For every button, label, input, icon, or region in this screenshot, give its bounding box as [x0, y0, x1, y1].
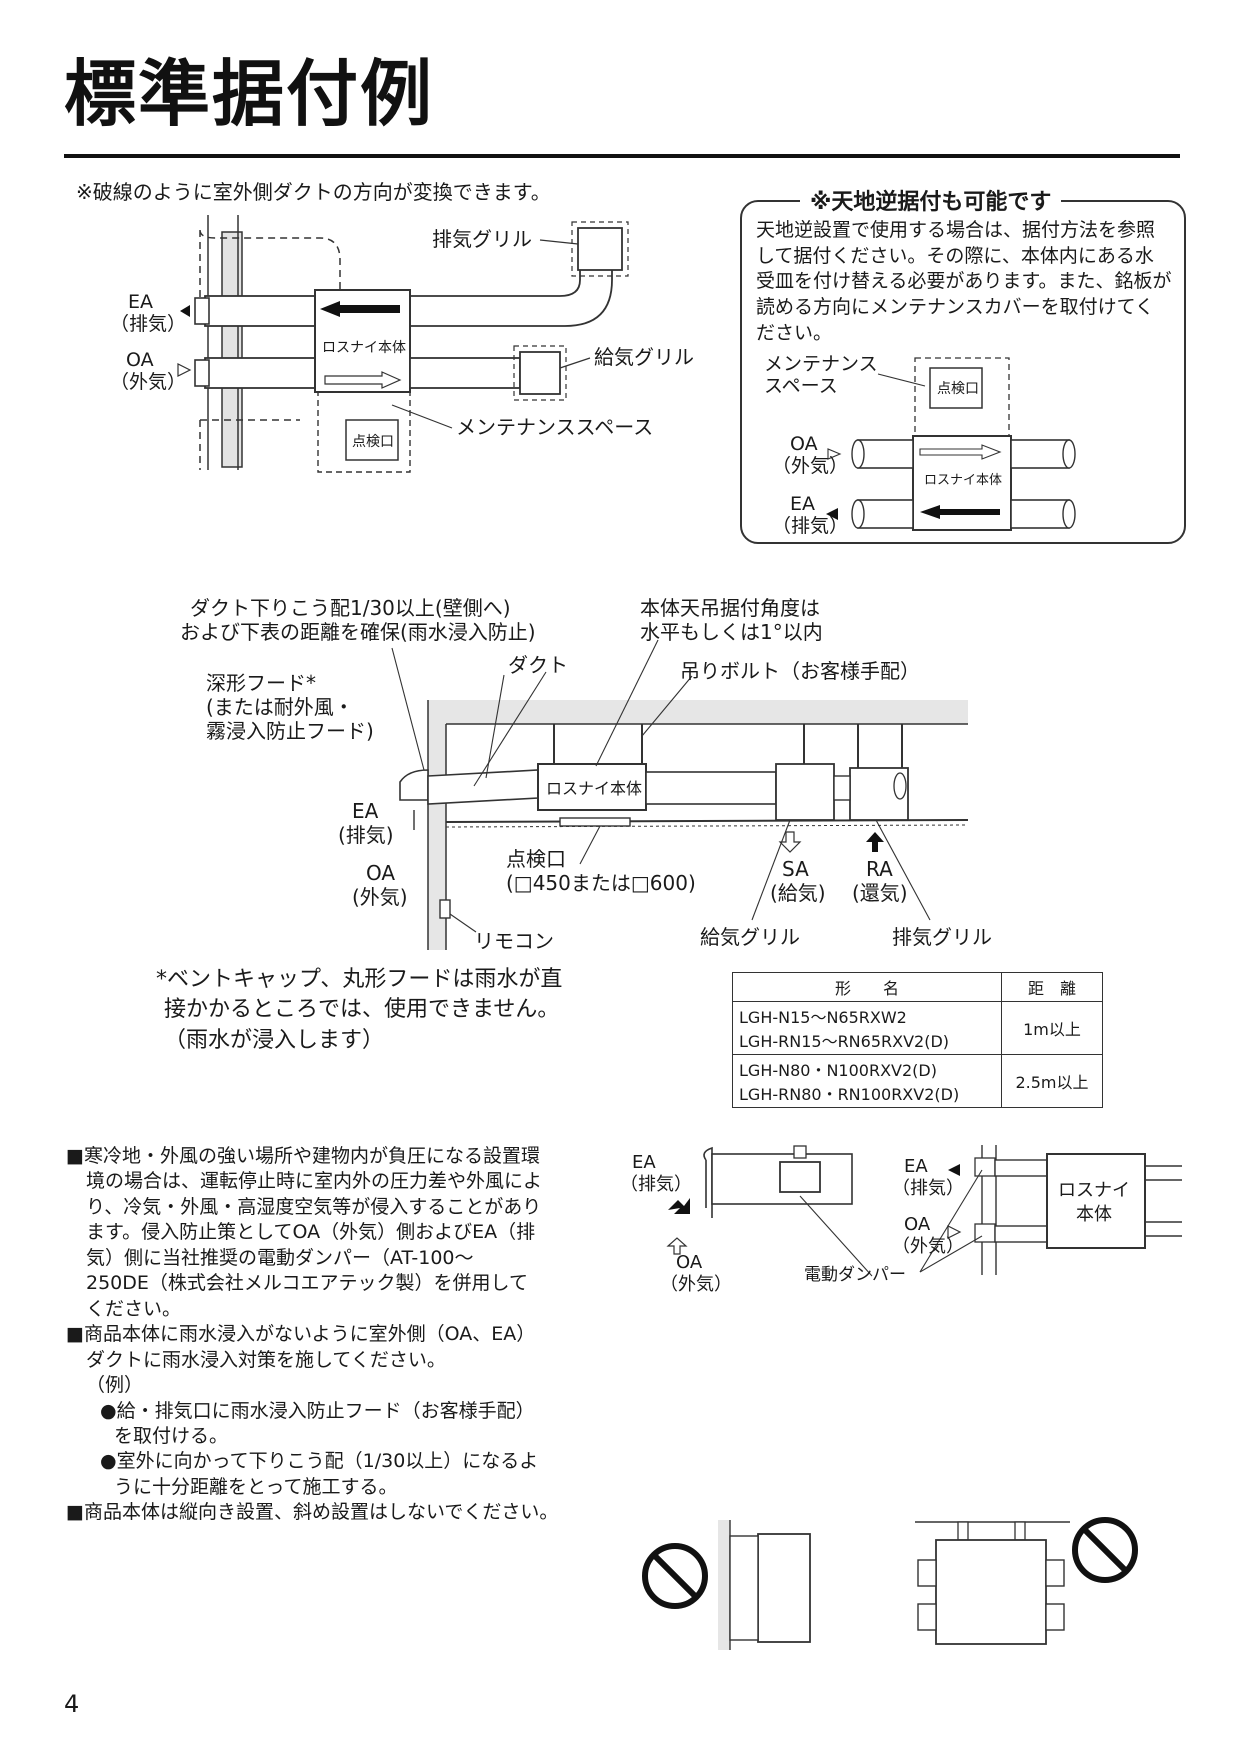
- note-ex2-line: ●室外に向かって下りこう配（1/30以上）になるよ: [100, 1450, 539, 1473]
- fig1-ea-label: EA: [128, 291, 153, 313]
- fig2-ea-label: EA: [352, 799, 379, 823]
- inv-ea-sub: （排気）: [772, 515, 848, 537]
- inv-maint-line1: メンテナンス: [764, 353, 878, 375]
- fig2-supply-grille-label: 給気グリル: [700, 925, 800, 949]
- tilted-unit: [935, 1539, 1047, 1645]
- fig2-hood-line1: 深形フード*: [206, 671, 316, 695]
- fig1-oa-sub: （外気）: [110, 371, 186, 393]
- dmp-unit-line2: 本体: [1076, 1204, 1112, 1225]
- fig1-inspection-label: 点検口: [352, 434, 394, 450]
- fig2-sa-label: SA: [782, 857, 809, 881]
- spec-header-model: 形 名: [732, 972, 1002, 1002]
- caveat-text: *ベントキャップ、丸形フードは雨水が直 接かかるところでは、使用できません。 （…: [156, 965, 616, 1056]
- fig2-bolt-label: 吊りボルト（お客様手配）: [680, 659, 920, 683]
- spec-model: LGH-RN80・RN100RXV2(D): [739, 1085, 960, 1104]
- inv-oa-label: OA: [790, 433, 818, 455]
- dmp-left-oa-sub: （外気）: [660, 1274, 732, 1295]
- inv-ea-label: EA: [790, 493, 815, 515]
- fig1-maintenance-label: メンテナンススペース: [456, 415, 653, 439]
- supply-grille: [519, 351, 561, 395]
- exhaust-grille: [577, 227, 623, 271]
- inv-inspection-label: 点検口: [937, 381, 979, 397]
- inv-oa-sub: （外気）: [772, 455, 848, 477]
- dmp-unit-line1: ロスナイ: [1058, 1180, 1130, 1201]
- note-1-line: 境の場合は、運転停止時に室内外の圧力差や外風によ: [86, 1170, 543, 1193]
- note-1-line: ください。: [86, 1297, 182, 1320]
- caveat-line-3: （雨水が浸入します）: [164, 1027, 385, 1053]
- prohibited-icon-2: [1072, 1517, 1138, 1583]
- note-1-line: ます。侵入防止策としてOA（外気）側およびEA（排: [86, 1221, 536, 1244]
- dmp-damper-label: 電動ダンパー: [804, 1265, 906, 1285]
- spec-table: 形 名 距 離 LGH-N15～N65RXW2 LGH-RN15～RN65RXV…: [732, 972, 1103, 1108]
- dmp-right-oa: OA: [904, 1214, 931, 1235]
- note-2-line: ■商品本体に雨水浸入がないように室外側（OA、EA）: [66, 1323, 536, 1346]
- fig2-ra-sub: (還気): [852, 881, 908, 905]
- dmp-left-ea: EA: [632, 1152, 656, 1173]
- note-1-line: 気）側に当社推奨の電動ダンパー（AT-100～: [86, 1246, 474, 1269]
- inverted-install-title: ※天地逆据付も可能です: [800, 184, 1062, 216]
- notes: ■寒冷地・外風の強い場所や建物内が負圧になる設置環 境の場合は、運転停止時に室内…: [66, 1144, 606, 1526]
- title-rule: [64, 154, 1180, 158]
- caveat-line-1: *ベントキャップ、丸形フードは雨水が直: [156, 967, 563, 992]
- wall: [221, 231, 243, 468]
- note-ex2-line: うに十分距離をとって施工する。: [114, 1475, 398, 1498]
- table-row: LGH-N15～N65RXW2 LGH-RN15～RN65RXV2(D) 1m以…: [732, 1001, 1103, 1055]
- fig1-supply-grille-label: 給気グリル: [594, 345, 694, 369]
- spec-distance: 1m以上: [1001, 1001, 1103, 1055]
- inv-unit-label: ロスナイ本体: [924, 473, 1002, 488]
- dmp-right-ea: EA: [904, 1156, 928, 1177]
- table-row: LGH-N80・N100RXV2(D) LGH-RN80・RN100RXV2(D…: [732, 1054, 1103, 1108]
- fig2-duct-label: ダクト: [508, 653, 568, 677]
- prohibited-icon: [642, 1543, 708, 1609]
- fig2-hood-line3: 霧浸入防止フード): [206, 719, 374, 743]
- fig2-inspection-line1: 点検口: [506, 847, 566, 871]
- note-1-line: り、冷気・外風・高湿度空気等が侵入することがあり: [86, 1195, 542, 1218]
- dmp-left-ea-sub: （排気）: [620, 1174, 692, 1195]
- note-1-line: ■寒冷地・外風の強い場所や建物内が負圧になる設置環: [66, 1145, 540, 1167]
- fig2-hood-line2: (または耐外風・: [206, 695, 354, 719]
- spec-header-distance: 距 離: [1001, 972, 1103, 1002]
- caveat-line-2: 接かかるところでは、使用できません。: [164, 997, 560, 1023]
- fig2-inspection-line2: (□450または□600): [506, 871, 696, 895]
- spec-model: LGH-N15～N65RXW2: [739, 1008, 907, 1027]
- fig1-oa-label: OA: [126, 349, 154, 371]
- note-ex1-line: を取付ける。: [114, 1424, 229, 1447]
- inverted-install-text: 天地逆設置で使用する場合は、据付方法を参照して据付ください。その際に、本体内にあ…: [756, 219, 1172, 344]
- fig1-ea-sub: （排気）: [110, 313, 186, 335]
- note-1-line: 250DE（株式会社メルコエアテック製）を併用して: [86, 1272, 528, 1295]
- damper-box: [779, 1161, 821, 1193]
- fig2-unit-label: ロスナイ本体: [546, 779, 642, 798]
- fig1-unit-label: ロスナイ本体: [322, 340, 406, 356]
- dmp-right-oa-sub: （外気）: [892, 1236, 964, 1257]
- fig2-ra-label: RA: [866, 857, 893, 881]
- spec-model: LGH-RN15～RN65RXV2(D): [739, 1032, 950, 1051]
- spec-model: LGH-N80・N100RXV2(D): [739, 1061, 937, 1080]
- inv-maint-line2: スペース: [764, 375, 838, 397]
- note-3: ■商品本体は縦向き設置、斜め設置はしないでください。: [66, 1501, 559, 1524]
- page-title: 標準据付例: [64, 52, 435, 136]
- dmp-right-ea-sub: （排気）: [892, 1178, 964, 1199]
- top-note: ※破線のように室外側ダクトの方向が変換できます。: [76, 180, 551, 204]
- spec-distance: 2.5m以上: [1001, 1054, 1103, 1108]
- page-number: 4: [64, 1690, 80, 1718]
- fig2-slope-line2: および下表の距離を確保(雨水浸入防止): [180, 620, 536, 644]
- fig2-oa-sub: (外気): [352, 885, 408, 909]
- vertical-unit: [757, 1533, 811, 1643]
- fig2-oa-label: OA: [366, 861, 395, 885]
- note-ex1-line: ●給・排気口に雨水浸入防止フード（お客様手配）: [100, 1399, 535, 1422]
- fig2-sa-sub: (給気): [770, 881, 826, 905]
- fig2-remote-label: リモコン: [474, 929, 554, 953]
- fig2-exhaust-grille-label: 排気グリル: [892, 925, 992, 949]
- dmp-left-oa: OA: [676, 1252, 703, 1273]
- fig1-exhaust-grille-label: 排気グリル: [432, 227, 532, 251]
- fig2-slope-line1: ダクト下りこう配1/30以上(壁側へ): [190, 596, 511, 620]
- note-example: （例）: [86, 1374, 144, 1397]
- fig2-angle-line1: 本体天吊据付角度は: [640, 596, 820, 620]
- fig2-angle-line2: 水平もしくは1°以内: [640, 620, 823, 644]
- note-2-line: ダクトに雨水浸入対策を施してください。: [86, 1348, 446, 1371]
- fig2-ea-sub: (排気): [338, 823, 394, 847]
- spec-table-wrap: 形 名 距 離 LGH-N15～N65RXW2 LGH-RN15～RN65RXV…: [732, 972, 1103, 1108]
